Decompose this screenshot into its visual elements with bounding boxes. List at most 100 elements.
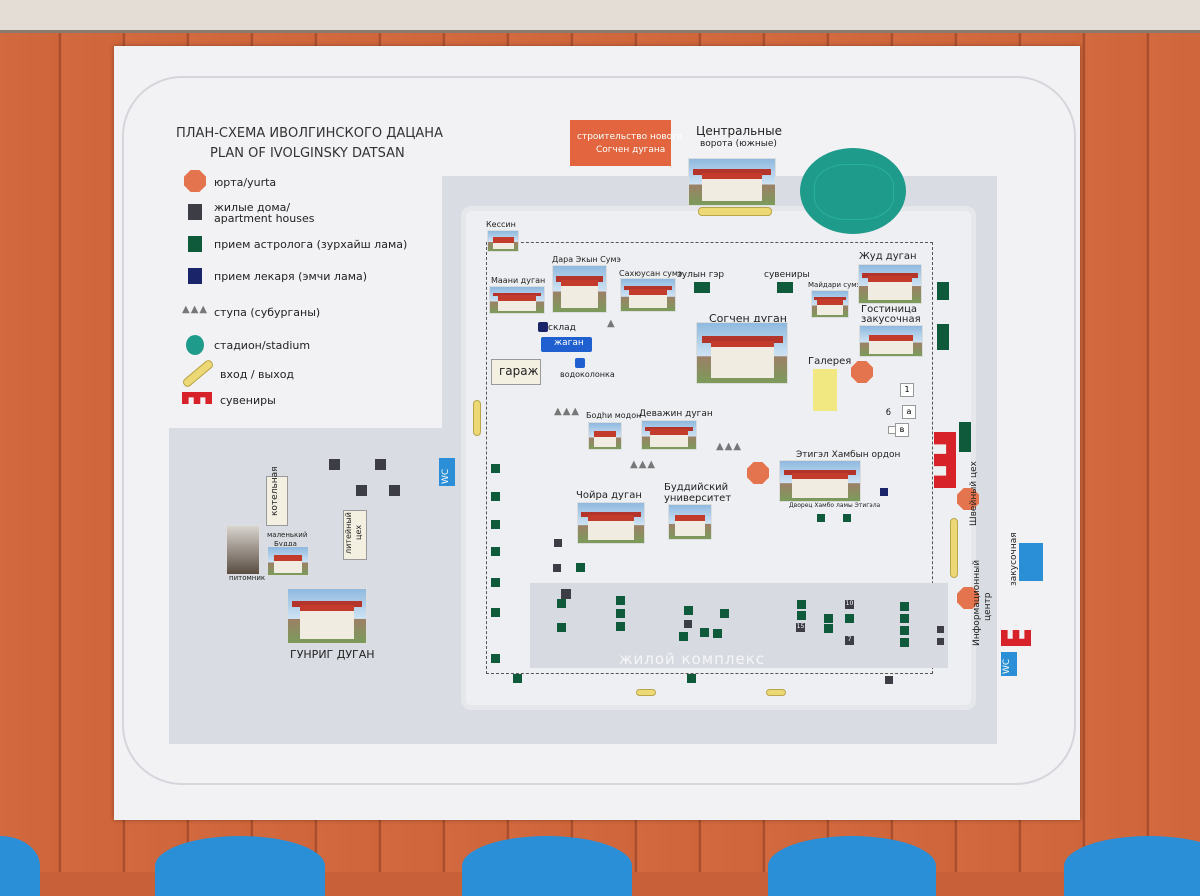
res-7 <box>616 596 625 605</box>
sewing-label: Швейный цех <box>969 460 979 526</box>
wc-west-label: WC <box>441 468 451 484</box>
choira-label: Чойра дуган <box>576 490 642 501</box>
sklad-marker <box>538 322 548 332</box>
east-green-1 <box>937 282 949 300</box>
astro-w7 <box>491 654 500 663</box>
res-16 <box>797 600 806 609</box>
maani-label: Маани дуган <box>491 276 546 285</box>
marker-b-label: б <box>886 408 891 417</box>
choira-photo <box>577 502 645 544</box>
souvenir-stall-east <box>934 432 956 488</box>
legend-house-label2: apartment houses <box>214 212 315 225</box>
yurt-info <box>957 587 979 609</box>
info-label2: центр <box>983 592 993 621</box>
pitomnik-label: питомник <box>229 574 266 582</box>
sahyusan-label: Сахюусан сумэ <box>619 269 683 278</box>
marker-a: а <box>902 405 916 419</box>
res-28 <box>937 626 944 633</box>
house-west-3 <box>356 485 367 496</box>
east-green-2 <box>937 324 949 350</box>
res-13 <box>700 628 709 637</box>
zulyn-marker <box>694 282 710 293</box>
kessin-photo <box>487 230 519 252</box>
etigel-green-1 <box>817 514 825 522</box>
sklad-label: склад <box>548 323 576 333</box>
map-banner: жилой комплекс ПЛАН-СХЕМА ИВОЛГИНСКОГО Д… <box>114 46 1080 820</box>
liteyny-label2: цех <box>354 524 363 540</box>
legend-souvenir-icon <box>182 392 212 404</box>
pitomnik-photo <box>226 525 260 575</box>
legend-doctor-icon <box>188 268 202 284</box>
marker-b: б <box>886 408 896 418</box>
east-entrance <box>950 518 958 578</box>
astro-w5 <box>491 578 500 587</box>
astro-w6 <box>491 608 500 617</box>
central-gate-label2: ворота (южные) <box>700 139 777 149</box>
garage-box <box>491 359 541 385</box>
construction-line1: строительство нового <box>577 132 683 142</box>
west-entrance <box>473 400 481 436</box>
marker-1-label: 1 <box>904 385 910 394</box>
astro-w2 <box>491 492 500 501</box>
res-22 <box>845 614 854 623</box>
construction-box <box>570 120 671 166</box>
gallery-building <box>813 369 837 411</box>
res-15-label: 15 <box>796 623 805 630</box>
residential-zone <box>530 583 948 668</box>
zakusochnaya-building <box>1019 543 1043 581</box>
sogchen-label: Согчен дуган <box>709 312 787 325</box>
legend-yurt-label: юрта/yurta <box>214 176 277 189</box>
gunrig-photo <box>287 588 367 644</box>
astro-w4 <box>491 547 500 556</box>
suveniry-label: сувениры <box>764 270 810 280</box>
central-gate-label: Центральные <box>696 124 782 138</box>
res-9 <box>616 622 625 631</box>
zhud-photo <box>858 264 922 304</box>
souvenir-stall-se <box>1001 630 1031 646</box>
legend-house-icon <box>188 204 202 220</box>
university-label: Буддийский <box>664 482 729 493</box>
small-buddha-label2: Будда <box>274 540 297 548</box>
stupa-center-2: ▲▲▲ <box>630 459 657 470</box>
astro-s1 <box>513 674 522 683</box>
kotelnaya-label: котельная <box>270 466 280 516</box>
legend-astrologer-label: прием астролога (зурхайш лама) <box>214 238 408 251</box>
stadium-track <box>814 164 894 220</box>
etigel-sub-label: Дворец Хамбо ламы Этигэла <box>789 502 881 509</box>
residential-label: жилой комплекс <box>619 650 766 668</box>
legend-house-label: жилые дома/ <box>214 201 291 214</box>
wc-east-box <box>1001 652 1017 676</box>
res-21: 10 <box>845 600 854 609</box>
zhud-label: Жуд дуган <box>859 251 917 262</box>
suveniry-marker <box>777 282 793 293</box>
construction-line2: Согчен дугана <box>596 145 666 155</box>
devazhin-photo <box>641 420 697 450</box>
legend-stadium-icon <box>186 335 204 355</box>
astro-w3 <box>491 520 500 529</box>
info-label: Информационный <box>972 559 982 646</box>
liteyny-box <box>343 510 367 560</box>
bodi-photo <box>588 422 622 450</box>
res-3 <box>576 563 585 572</box>
res-6 <box>557 623 566 632</box>
res-14 <box>720 609 729 618</box>
university-photo <box>668 504 712 540</box>
zulyn-label: зулын гэр <box>677 270 725 280</box>
hotel-label: Гостиница <box>861 304 918 315</box>
bodi-label: Бодһи модон <box>586 411 642 420</box>
yurt-center <box>747 462 769 484</box>
kessin-label: Кессин <box>486 220 516 229</box>
legend-astrologer-icon <box>188 236 202 252</box>
res-10-label: 10 <box>845 600 854 607</box>
liteyny-label: литейный <box>344 512 353 554</box>
res-10 <box>684 606 693 615</box>
small-buddha-photo <box>267 546 309 576</box>
devazhin-label: Деважин дуган <box>639 409 713 419</box>
house-west-4 <box>389 485 400 496</box>
res-1 <box>554 539 562 547</box>
maidari-label: Майдари сумэ <box>808 281 861 289</box>
legend-yurt-icon <box>184 170 206 192</box>
marker-a-label: а <box>906 407 912 416</box>
wc-west-box <box>439 458 455 486</box>
map-title-en: PLAN OF IVOLGINSKY DATSAN <box>210 146 405 161</box>
